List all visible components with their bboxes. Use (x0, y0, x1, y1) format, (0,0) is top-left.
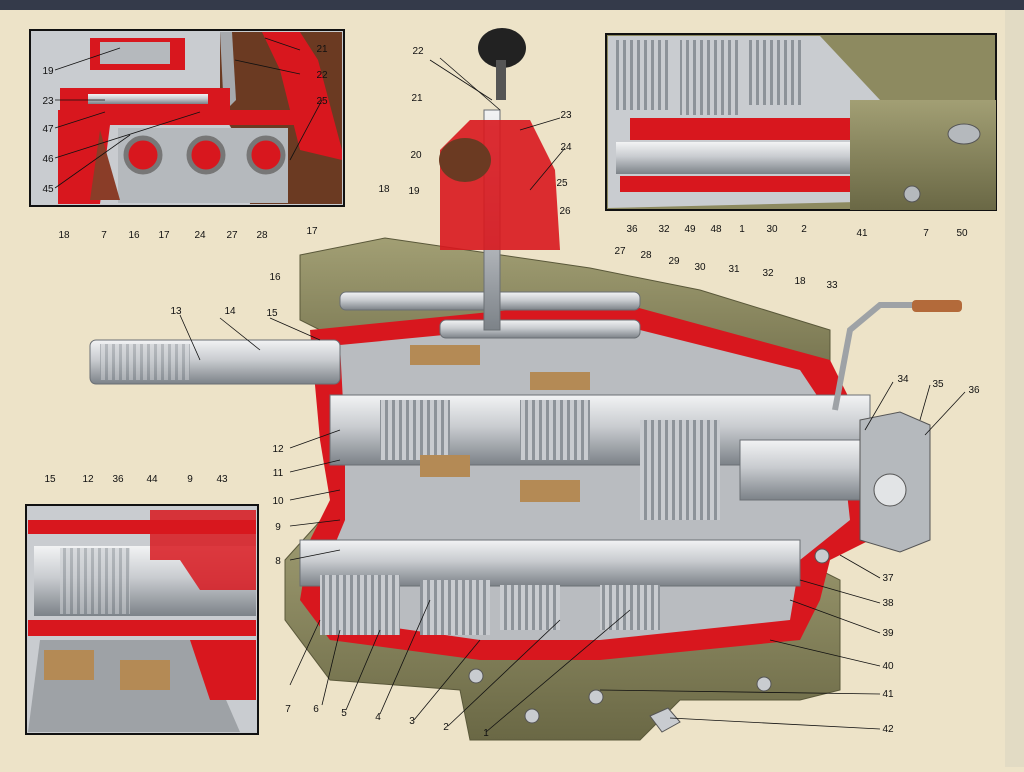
callout-inset-top-right-3: 48 (710, 224, 722, 235)
callout-main-right-2: 36 (968, 385, 980, 396)
callout-inset-top-left-10: 16 (128, 230, 140, 241)
callout-main-left-2: 10 (272, 496, 284, 507)
callout-main-top-13: 30 (694, 262, 706, 273)
callout-main-top-17: 18 (794, 276, 806, 287)
callout-inset-top-left-14: 28 (256, 230, 268, 241)
main-gearbox (89, 28, 962, 741)
callout-inset-top-left-6: 46 (42, 154, 54, 165)
callout-main-bottom-0: 7 (285, 704, 291, 715)
callout-inset-top-right-1: 32 (658, 224, 670, 235)
callout-inset-top-left-12: 24 (194, 230, 206, 241)
callout-main-right-4: 38 (882, 598, 894, 609)
callout-inset-top-left-13: 27 (226, 230, 238, 241)
callout-main-bottom-4: 3 (409, 716, 415, 727)
callout-main-top-14: 31 (728, 264, 740, 275)
callout-main-bottom-1: 6 (313, 704, 319, 715)
callout-inset-top-right-2: 49 (684, 224, 696, 235)
right-edge-shade (1005, 10, 1024, 767)
callout-inset-top-left-3: 23 (42, 96, 54, 107)
callout-inset-bottom-left-1: 12 (82, 474, 94, 485)
callout-main-top-15: 32 (762, 268, 774, 279)
callout-main-right-0: 34 (897, 374, 909, 385)
callout-main-bottom-3: 4 (375, 712, 381, 723)
inset-top-right (605, 33, 997, 211)
callout-inset-top-left-7: 45 (42, 184, 54, 195)
callout-main-top-21: 15 (266, 308, 278, 319)
callout-main-top-20: 14 (224, 306, 236, 317)
callout-inset-top-left-1: 21 (316, 44, 328, 55)
callout-inset-bottom-left-4: 9 (187, 474, 193, 485)
callout-inset-top-left-11: 17 (158, 230, 170, 241)
callout-inset-top-left-0: 19 (42, 66, 54, 77)
callout-inset-bottom-left-2: 36 (112, 474, 124, 485)
callout-main-top-7: 18 (378, 184, 390, 195)
callout-main-bottom-5: 2 (443, 722, 449, 733)
callout-inset-top-right-5: 30 (766, 224, 778, 235)
callout-main-top-9: 17 (306, 226, 318, 237)
callout-main-top-4: 24 (560, 142, 572, 153)
callout-inset-top-right-6: 2 (801, 224, 807, 235)
callout-main-top-12: 29 (668, 256, 680, 267)
top-bar (0, 0, 1024, 10)
callout-main-left-4: 8 (275, 556, 281, 567)
callout-main-top-6: 26 (559, 206, 571, 217)
callout-main-right-6: 40 (882, 661, 894, 672)
callout-main-left-0: 12 (272, 444, 284, 455)
inset-top-left (29, 29, 345, 207)
callout-inset-top-right-0: 36 (626, 224, 638, 235)
callout-main-top-19: 13 (170, 306, 182, 317)
callout-inset-top-right-8: 7 (923, 228, 929, 239)
callout-main-top-5: 25 (556, 178, 568, 189)
callout-main-right-8: 42 (882, 724, 894, 735)
callout-main-right-1: 35 (932, 379, 944, 390)
callout-main-top-18: 33 (826, 280, 838, 291)
callout-main-top-0: 22 (412, 46, 424, 57)
callout-main-left-1: 11 (273, 468, 284, 479)
callout-main-bottom-6: 1 (483, 728, 489, 739)
inset-bottom-left (25, 504, 259, 735)
callout-inset-top-right-4: 1 (739, 224, 745, 235)
callout-main-top-16: 16 (269, 272, 281, 283)
callout-main-bottom-2: 5 (341, 708, 347, 719)
callout-main-top-2: 23 (560, 110, 572, 121)
callout-inset-bottom-left-0: 15 (44, 474, 56, 485)
callout-inset-top-left-8: 18 (58, 230, 70, 241)
callout-main-top-11: 28 (640, 250, 652, 261)
callout-inset-top-right-9: 50 (956, 228, 968, 239)
callout-main-top-8: 19 (408, 186, 420, 197)
callout-main-right-5: 39 (882, 628, 894, 639)
callout-inset-top-left-9: 7 (101, 230, 107, 241)
callout-main-top-1: 21 (411, 93, 423, 104)
callout-inset-top-right-7: 41 (856, 228, 868, 239)
callout-main-left-3: 9 (275, 522, 281, 533)
callout-inset-top-left-4: 47 (42, 124, 54, 135)
callout-main-right-3: 37 (882, 573, 894, 584)
leader-lines (54, 37, 966, 733)
callout-main-top-10: 27 (614, 246, 626, 257)
callout-inset-bottom-left-5: 43 (216, 474, 228, 485)
callout-inset-top-left-2: 22 (316, 70, 328, 81)
callout-main-top-3: 20 (410, 150, 422, 161)
callout-inset-top-left-5: 25 (316, 96, 328, 107)
callout-main-right-7: 41 (882, 689, 894, 700)
callout-inset-bottom-left-3: 44 (146, 474, 158, 485)
